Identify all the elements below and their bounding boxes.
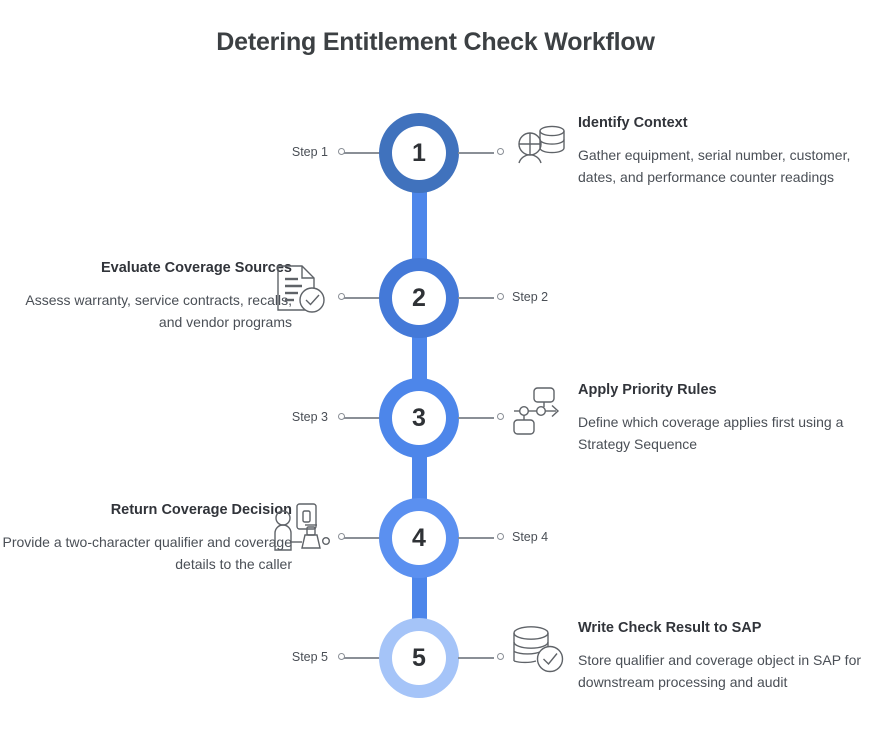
step-2-heading: Evaluate Coverage Sources xyxy=(100,260,292,276)
step-2-right-connector xyxy=(458,297,494,299)
document-check-icon xyxy=(272,262,330,320)
workflow-step-5[interactable]: Step 5 5 Write Check Result to SAP Store… xyxy=(0,618,871,728)
step-2-description: Assess warranty, service contracts, reca… xyxy=(25,292,292,331)
step-2-number: 2 xyxy=(392,271,446,325)
step-1-right-endpoint xyxy=(497,148,504,155)
step-1-content: Identify Context Gather equipment, seria… xyxy=(578,115,870,189)
step-4-right-endpoint xyxy=(497,533,504,540)
workflow-step-4[interactable]: Return Coverage Decision Provide a two-c… xyxy=(0,498,871,608)
workflow-step-1[interactable]: Step 1 1 Identify Context Gather equipme xyxy=(0,113,871,223)
spine-segment-1-2 xyxy=(412,178,427,282)
step-1-heading: Identify Context xyxy=(578,115,688,131)
step-4-marker[interactable]: 4 xyxy=(379,498,459,578)
step-4-right-connector xyxy=(458,537,494,539)
step-3-label: Step 3 xyxy=(291,410,328,424)
step-3-left-endpoint xyxy=(338,413,345,420)
step-1-marker[interactable]: 1 xyxy=(379,113,459,193)
step-2-label: Step 2 xyxy=(512,290,549,304)
step-3-left-connector xyxy=(344,417,380,419)
step-5-heading: Write Check Result to SAP xyxy=(578,620,762,636)
step-1-number: 1 xyxy=(392,126,446,180)
step-1-left-connector xyxy=(344,152,380,154)
step-3-right-connector xyxy=(458,417,494,419)
step-5-right-endpoint xyxy=(497,653,504,660)
step-3-description: Define which coverage applies first usin… xyxy=(578,414,844,453)
step-4-left-endpoint xyxy=(338,533,345,540)
step-2-marker[interactable]: 2 xyxy=(379,258,459,338)
step-5-right-connector xyxy=(458,657,494,659)
step-1-right-connector xyxy=(458,152,494,154)
workflow-step-3[interactable]: Step 3 3 Apply Priority Rules D xyxy=(0,378,871,488)
database-check-icon xyxy=(508,622,566,680)
step-4-description: Provide a two-character qualifier and co… xyxy=(2,534,293,573)
step-3-marker[interactable]: 3 xyxy=(379,378,459,458)
step-5-left-connector xyxy=(344,657,380,659)
page-title: Detering Entitlement Check Workflow xyxy=(216,28,655,56)
workflow-timeline: Step 1 1 Identify Context Gather equipme xyxy=(0,100,871,720)
step-5-left-endpoint xyxy=(338,653,345,660)
step-5-marker[interactable]: 5 xyxy=(379,618,459,698)
step-3-number: 3 xyxy=(392,391,446,445)
step-5-number: 5 xyxy=(392,631,446,685)
step-4-content: Return Coverage Decision Provide a two-c… xyxy=(0,502,293,576)
person-desk-icon xyxy=(272,502,330,560)
step-5-content: Write Check Result to SAP Store qualifie… xyxy=(578,620,870,694)
flowchart-arrow-icon xyxy=(508,386,566,444)
step-4-number: 4 xyxy=(392,511,446,565)
step-3-heading: Apply Priority Rules xyxy=(578,382,717,398)
step-1-label: Step 1 xyxy=(291,145,328,159)
step-3-right-endpoint xyxy=(497,413,504,420)
step-5-label: Step 5 xyxy=(291,650,328,664)
step-2-content: Evaluate Coverage Sources Assess warrant… xyxy=(0,260,292,334)
step-3-content: Apply Priority Rules Define which covera… xyxy=(578,382,870,456)
workflow-step-2[interactable]: Evaluate Coverage Sources Assess warrant… xyxy=(0,258,871,368)
step-4-left-connector xyxy=(344,537,380,539)
person-database-icon xyxy=(508,119,566,177)
step-4-heading: Return Coverage Decision xyxy=(110,502,292,518)
step-5-description: Store qualifier and coverage object in S… xyxy=(578,652,862,691)
step-1-left-endpoint xyxy=(338,148,345,155)
step-2-right-endpoint xyxy=(497,293,504,300)
step-2-left-connector xyxy=(344,297,380,299)
step-4-label: Step 4 xyxy=(512,530,549,544)
step-1-description: Gather equipment, serial number, custome… xyxy=(578,147,851,186)
step-2-left-endpoint xyxy=(338,293,345,300)
